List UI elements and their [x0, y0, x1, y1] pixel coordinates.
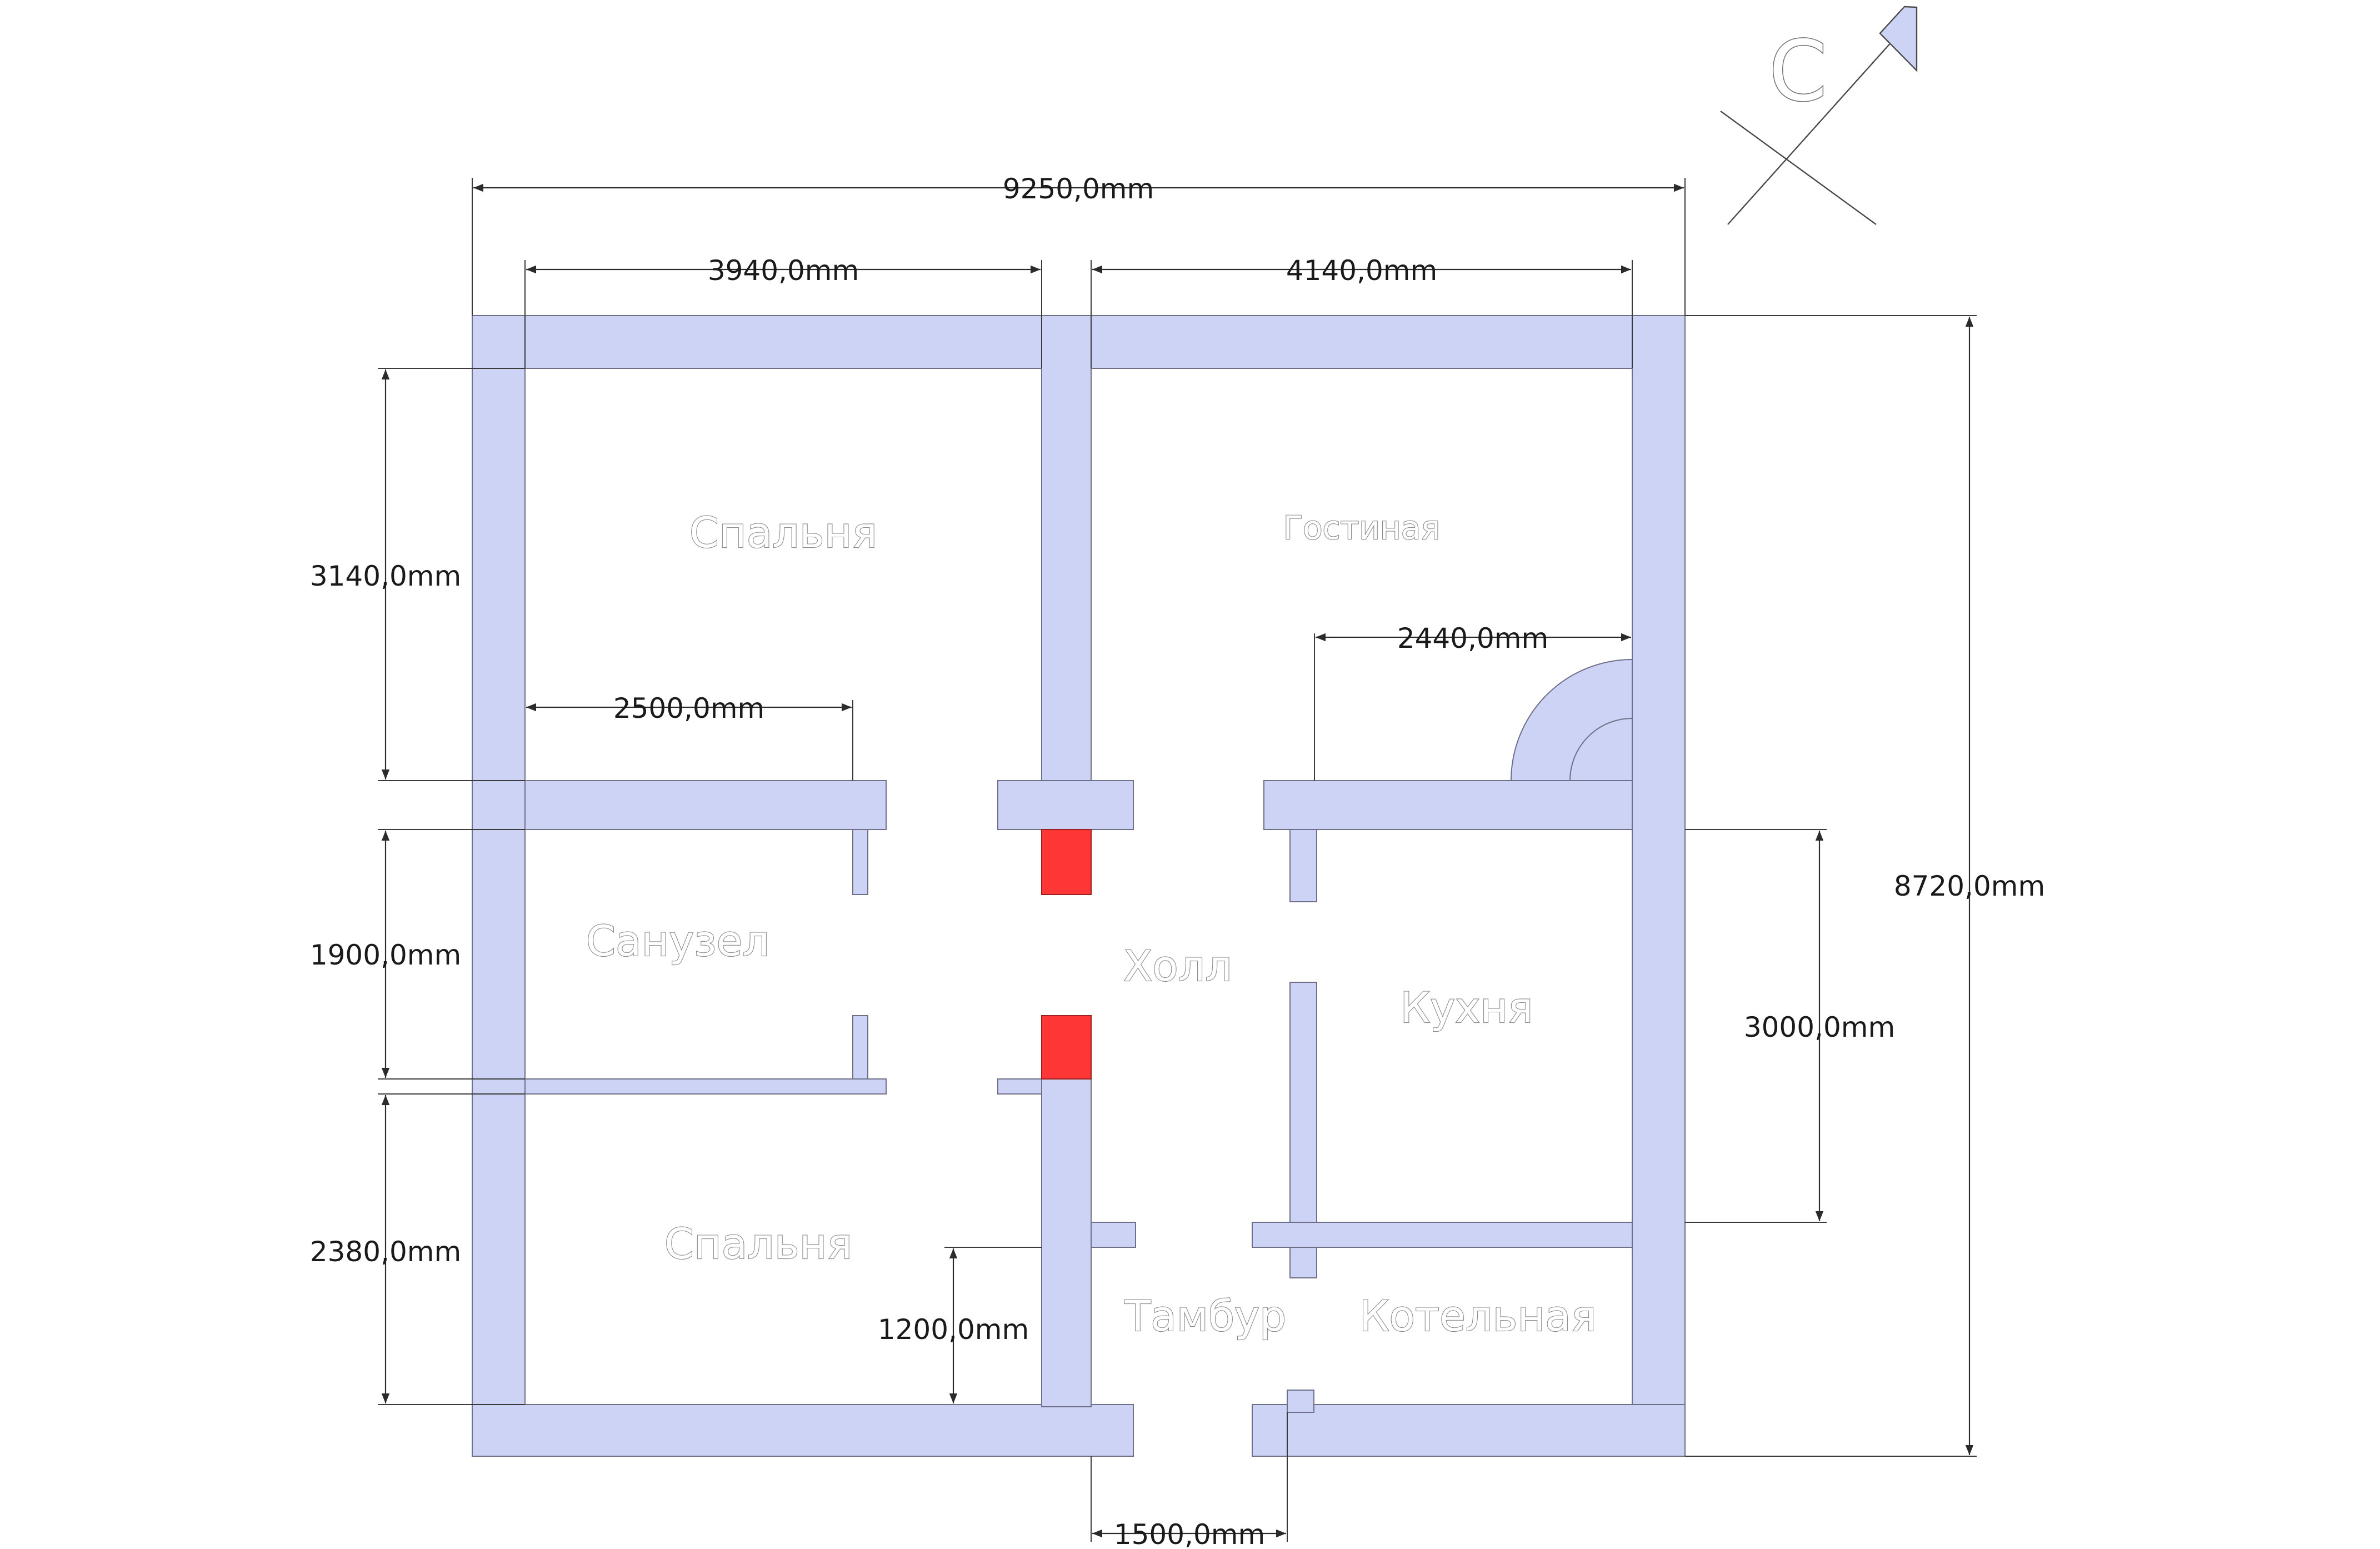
chimney-top	[1041, 829, 1092, 895]
compass-axis-line	[1727, 13, 1917, 225]
wall-bedroom-living	[1041, 315, 1092, 783]
dimension-lines	[381, 183, 1974, 1538]
room-label-kitchen: Кухня	[1400, 983, 1533, 1032]
dim-bathroom-height-label: 1900,0mm	[310, 939, 461, 971]
dim-bedroom-width-label: 3940,0mm	[708, 254, 859, 287]
dim-total-width-label: 9250,0mm	[1003, 173, 1154, 205]
dim-total-height-label: 8720,0mm	[1894, 870, 2045, 902]
chimney-bottom	[1041, 1015, 1092, 1080]
stair-outer-icon	[1510, 658, 1633, 781]
wall-vestibule-stub	[1091, 1222, 1136, 1248]
dim-living-width-label: 4140,0mm	[1286, 254, 1437, 287]
compass-cross-line	[1720, 111, 1877, 225]
room-labels: Спальня Гостиная Санузел Холл Кухня Спал…	[586, 507, 1597, 1341]
wall-living-kitchen	[1263, 780, 1633, 830]
dim-bedroom-top-height-label: 3140,0mm	[310, 560, 461, 592]
wall-bedroom-vestibule	[1041, 1078, 1092, 1407]
room-label-bedroom-top: Спальня	[689, 508, 877, 557]
stair-inner-icon	[1569, 718, 1633, 781]
wall-t-cap-center	[997, 780, 1134, 830]
wall-kitchen-boiler	[1252, 1222, 1633, 1248]
outer-wall-bottom-right	[1252, 1404, 1686, 1457]
entrance-jamb	[1287, 1390, 1314, 1413]
dim-bedroom-bottom-height-label: 2380,0mm	[310, 1236, 461, 1268]
room-label-bathroom: Санузел	[586, 916, 769, 966]
room-label-boiler-room: Котельная	[1359, 1291, 1597, 1341]
room-label-bedroom-bottom: Спальня	[664, 1219, 852, 1268]
outer-wall-bottom-left	[472, 1404, 1134, 1457]
wall-bathroom-door-jamb-top	[852, 829, 868, 895]
wall-bedroom-bathroom	[524, 780, 887, 830]
dim-kitchen-height-label: 3000,0mm	[1744, 1011, 1895, 1043]
compass-north-letter: С	[1769, 23, 1827, 120]
dim-entrance-width-label: 1500,0mm	[1114, 1518, 1265, 1549]
extension-lines	[378, 178, 1977, 1542]
walls	[472, 315, 1686, 1457]
wall-bathroom-door-jamb-bottom	[852, 1015, 868, 1080]
room-label-hall: Холл	[1123, 941, 1232, 991]
stair-feature	[1510, 658, 1633, 781]
outer-wall-left	[472, 315, 526, 1457]
room-label-vestibule: Тамбур	[1124, 1291, 1286, 1341]
dim-living-partial-label: 2440,0mm	[1397, 622, 1548, 654]
dim-bathroom-width-label: 2500,0mm	[613, 692, 764, 724]
north-arrow-icon	[1879, 6, 1918, 72]
compass: С	[1720, 6, 1918, 225]
wall-kitchen-jamb	[1289, 829, 1317, 902]
dim-vestibule-offset-label: 1200,0mm	[878, 1313, 1029, 1346]
outer-wall-right	[1632, 315, 1686, 1457]
wall-bathroom-bedroom	[524, 1078, 887, 1095]
room-label-living-room: Гостиная	[1283, 509, 1441, 547]
dimension-labels: 9250,0mm 3940,0mm 4140,0mm 8720,0mm 3140…	[310, 173, 2045, 1549]
